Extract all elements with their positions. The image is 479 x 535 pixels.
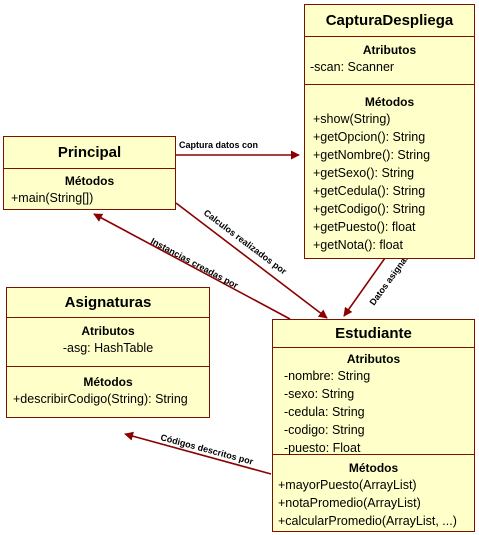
- attributes-header: Atributos: [346, 352, 401, 366]
- label-instancias-creadas: Instancias creadas por: [149, 236, 240, 291]
- arrow-datos-asignados: [343, 257, 386, 317]
- label-captura-datos: Captura datos con: [179, 140, 258, 150]
- method-list: +describirCodigo(String): String: [7, 390, 209, 408]
- method-list: +show(String) +getOpcion(): String +getN…: [305, 110, 474, 254]
- attributes-section: Atributos -asg: HashTable: [7, 318, 209, 367]
- attribute-list: -scan: Scanner: [305, 58, 474, 76]
- attribute-item: -nombre: String: [284, 369, 371, 383]
- method-item: +describirCodigo(String): String: [13, 392, 188, 406]
- method-item: +getPuesto(): float: [313, 220, 416, 234]
- method-list: +main(String[]): [4, 189, 175, 207]
- methods-header: Métodos: [64, 174, 115, 188]
- method-item: +getNombre(): String: [313, 148, 431, 162]
- attribute-item: -cedula: String: [284, 405, 365, 419]
- methods-header: Métodos: [83, 375, 133, 389]
- method-item: +getCodigo(): String: [313, 202, 426, 216]
- class-name: CapturaDespliega: [305, 5, 474, 37]
- method-item: +calcularPromedio(ArrayList, ...): [278, 514, 457, 528]
- method-item: +show(String): [313, 112, 391, 126]
- class-asignaturas: Asignaturas Atributos -asg: HashTable Mé…: [6, 287, 210, 418]
- arrow-calculos-realizados: [175, 202, 328, 319]
- method-list: +mayorPuesto(ArrayList) +notaPromedio(Ar…: [273, 476, 474, 530]
- attributes-section: Atributos -nombre: String -sexo: String …: [273, 348, 474, 455]
- class-name: Principal: [4, 137, 175, 169]
- attributes-section: Atributos -scan: Scanner: [305, 37, 474, 85]
- methods-header: Métodos: [348, 461, 399, 475]
- attributes-header: Atributos: [362, 43, 417, 57]
- attribute-item: -sexo: String: [284, 387, 355, 401]
- attribute-item: -puesto: Float: [284, 441, 361, 455]
- label-calculos-realizados: Calculos realizados por: [202, 208, 289, 277]
- method-item: +getOpcion(): String: [313, 130, 426, 144]
- methods-header: Métodos: [364, 95, 415, 109]
- attribute-item: -scan: Scanner: [310, 60, 395, 74]
- attribute-item: -asg: HashTable: [62, 341, 154, 355]
- method-item: +main(String[]): [11, 191, 94, 205]
- label-codigos-descritos: Códigos descritos por: [159, 432, 254, 467]
- method-item: +getSexo(): String: [313, 166, 415, 180]
- method-item: +getCedula(): String: [313, 184, 426, 198]
- class-principal: Principal Métodos +main(String[]): [3, 136, 176, 210]
- arrow-instancias-creadas: [93, 213, 291, 320]
- methods-section: Métodos +main(String[]): [4, 169, 175, 207]
- attribute-list: -nombre: String -sexo: String -cedula: S…: [273, 367, 474, 457]
- method-item: +mayorPuesto(ArrayList): [278, 478, 417, 492]
- method-item: +getNota(): float: [313, 238, 403, 252]
- class-name: Estudiante: [273, 320, 474, 348]
- attribute-item: -codigo: String: [284, 423, 365, 437]
- arrow-codigos-descritos: [124, 431, 272, 475]
- class-estudiante: Estudiante Atributos -nombre: String -se…: [272, 319, 475, 532]
- methods-section: Métodos +mayorPuesto(ArrayList) +notaPro…: [273, 455, 474, 530]
- methods-section: Métodos +show(String) +getOpcion(): Stri…: [305, 85, 474, 254]
- method-item: +notaPromedio(ArrayList): [278, 496, 421, 510]
- methods-section: Métodos +describirCodigo(String): String: [7, 367, 209, 408]
- attribute-list: -asg: HashTable: [7, 339, 209, 357]
- class-captura-despliega: CapturaDespliega Atributos -scan: Scanne…: [304, 4, 475, 259]
- attributes-header: Atributos: [81, 324, 135, 338]
- class-name: Asignaturas: [7, 288, 209, 318]
